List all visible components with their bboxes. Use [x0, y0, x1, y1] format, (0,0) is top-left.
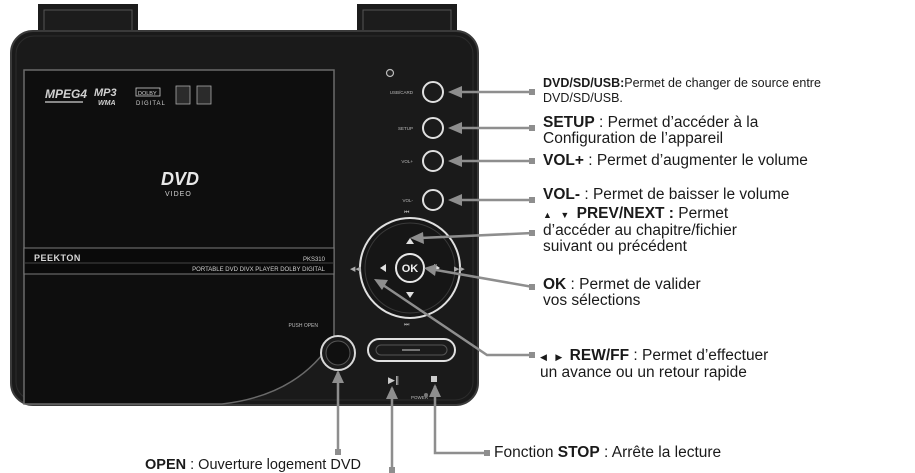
brand-label: PEEKTON	[34, 253, 81, 263]
mp3-logo: MP3	[94, 87, 117, 99]
prevnext-annotation-title: PREV/NEXT :	[576, 205, 674, 222]
rewff-annotation-text-2: un avance ou un retour rapide	[540, 364, 747, 381]
power-indicator	[424, 393, 428, 397]
dolby-logo: DOLBY	[138, 91, 157, 97]
stop-annotation-text-1: : Arrête la lecture	[599, 444, 722, 461]
stop-icon	[431, 376, 437, 382]
play-pause-icon: ▶‖	[388, 376, 399, 386]
down-arrow-icon[interactable]	[406, 292, 414, 298]
tagline-label: PORTABLE DVD DIVX PLAYER DOLBY DIGITAL	[192, 267, 325, 273]
dvd-video-label: VIDEO	[165, 191, 192, 198]
source-annotation-text-1: Permet de changer de source entre	[624, 76, 821, 90]
brand-strip	[23, 247, 335, 275]
dvd-logo: DVD	[161, 169, 199, 189]
rewff-annotation: ◀ ▶ REW/FF : Permet d’effectuer un avanc…	[540, 348, 768, 381]
voldown-annotation-text-1: : Permet de baisser le volume	[580, 186, 790, 203]
open-annotation: OPEN : Ouverture logement DVD	[145, 458, 361, 473]
prevnext-arrow-icon: ▲ ▼	[543, 210, 573, 220]
open-annotation-text-1: : Ouverture logement DVD	[186, 457, 361, 473]
ok-annotation-text-2: vos sélections	[543, 292, 641, 309]
wma-logo: WMA	[98, 100, 116, 107]
volup-annotation-title: VOL+	[543, 152, 584, 169]
voldown-annotation: VOL- : Permet de baisser le volume	[543, 187, 789, 203]
fastforward-icon: ▶▶	[454, 265, 465, 273]
setup-button[interactable]	[422, 117, 444, 139]
rewff-annotation-text-1: : Permet d’effectuer	[629, 347, 769, 364]
usb-card-label: USB/CARD	[390, 90, 414, 95]
rewff-annotation-title: REW/FF	[569, 347, 630, 364]
stop-annotation-title: STOP	[557, 444, 600, 461]
cd-logo-1	[175, 85, 191, 105]
digital-label: DIGITAL	[136, 101, 166, 107]
prevnext-annotation-text-3: suivant ou précédent	[543, 238, 687, 255]
source-button[interactable]	[422, 81, 444, 103]
ok-annotation-text-1: : Permet de valider	[566, 276, 701, 293]
prev-skip-icon: ⏮	[404, 209, 410, 216]
ok-annotation-title: OK	[543, 276, 567, 293]
volup-annotation: VOL+ : Permet d’augmenter le volume	[543, 153, 808, 169]
prevnext-annotation-text-1: Permet	[673, 205, 729, 222]
left-arrow-icon[interactable]	[380, 264, 386, 272]
disc-tray-panel	[23, 69, 335, 405]
power-label: POWER	[411, 395, 429, 400]
push-open-label: PUSH OPEN	[289, 323, 319, 329]
source-annotation-title: DVD/SD/USB:	[543, 76, 625, 90]
voldown-button-label: VOL-	[402, 198, 413, 203]
setup-annotation: SETUP : Permet d’accéder à la Configurat…	[543, 115, 758, 147]
ok-annotation: OK : Permet de valider vos sélections	[543, 277, 701, 309]
voldown-annotation-title: VOL-	[543, 186, 581, 203]
prevnext-annotation-text-2: d’accéder au chapitre/fichier	[543, 222, 737, 239]
stop-annotation-text-0: Fonction	[494, 444, 558, 461]
rewind-icon: ◀◀	[350, 265, 361, 273]
next-skip-icon: ⏭	[404, 321, 410, 328]
rewff-arrow-icon: ◀ ▶	[540, 352, 566, 362]
cd-logo-2	[196, 85, 212, 105]
source-annotation: DVD/SD/USB:Permet de changer de source e…	[543, 76, 821, 106]
source-annotation-text-2: DVD/SD/USB.	[543, 91, 623, 105]
up-arrow-icon[interactable]	[406, 238, 414, 244]
volup-annotation-text-1: : Permet d’augmenter le volume	[583, 152, 808, 169]
prevnext-annotation: ▲ ▼ PREV/NEXT : Permet d’accéder au chap…	[543, 206, 737, 255]
stop-annotation: Fonction STOP : Arrête la lecture	[494, 445, 721, 461]
setup-annotation-text-1: : Permet d’accéder à la	[594, 114, 759, 131]
volup-button-label: VOL+	[401, 159, 413, 164]
ok-button-label: OK	[402, 263, 419, 275]
setup-annotation-title: SETUP	[543, 114, 595, 131]
setup-annotation-text-2: Configuration de l’appareil	[543, 130, 724, 147]
mpeg4-logo: MPEG4	[45, 87, 87, 101]
setup-button-label: SETUP	[398, 126, 413, 131]
volup-button[interactable]	[422, 150, 444, 172]
indicator-light	[385, 68, 395, 78]
model-label: PKS310	[303, 257, 326, 263]
open-annotation-title: OPEN	[145, 457, 187, 473]
voldown-button[interactable]	[422, 189, 444, 211]
